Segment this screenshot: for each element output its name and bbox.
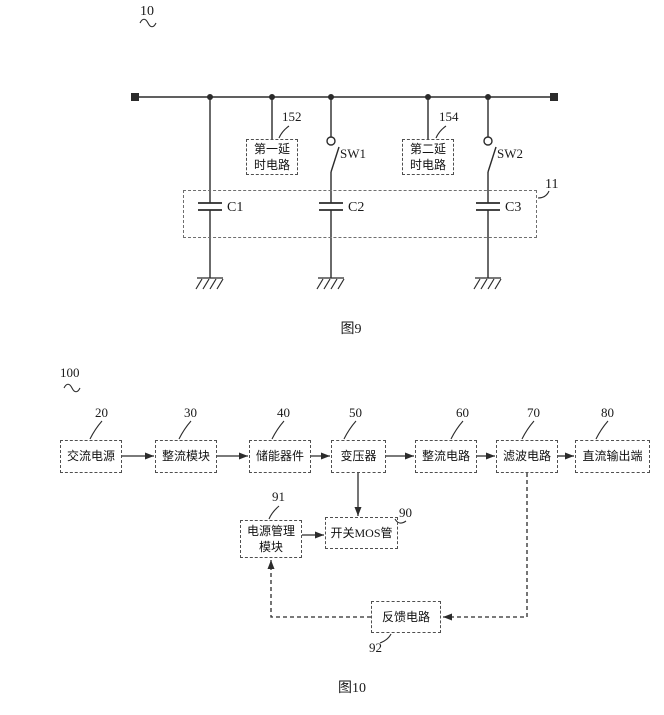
tilde-mark: [139, 18, 157, 28]
ground-symbol: [473, 277, 502, 290]
fig9-circuit: [131, 18, 558, 290]
flow-arrow: [122, 452, 574, 539]
block-ref-40: 40: [277, 405, 290, 420]
delay-circuit-2-box: 第二延时电路: [402, 139, 454, 175]
capacitor-c3-symbol: [476, 172, 500, 278]
switch-sw1-symbol: [326, 97, 340, 173]
bus-line: [131, 93, 558, 101]
block-ac-power: 交流电源: [60, 440, 122, 473]
capacitor-c3-label: C3: [505, 200, 522, 215]
block-dc-output: 直流输出端: [575, 440, 650, 473]
block-ref-91: 91: [272, 489, 285, 504]
block-ref-90: 90: [399, 505, 412, 520]
capacitor-c2-symbol: [319, 172, 343, 278]
figure9-ref-number: 10: [140, 4, 154, 19]
block-rectifier-module: 整流模块: [155, 440, 217, 473]
block-filter-circuit: 滤波电路: [496, 440, 558, 473]
block-power-management: 电源管理模块: [240, 520, 302, 558]
ground-symbol: [316, 277, 345, 290]
block-ref-70: 70: [527, 405, 540, 420]
switch-sw2-symbol: [483, 97, 497, 173]
capacitor-bank-enclosure: [183, 190, 537, 238]
block-mos-switch: 开关MOS管: [325, 517, 398, 549]
enclosure-ref-number: 11: [545, 177, 559, 192]
bus-endpoint-right: [550, 93, 558, 101]
block-energy-storage: 储能器件: [249, 440, 311, 473]
leader-line: [139, 18, 550, 199]
tilde-mark: [63, 383, 81, 393]
block-ref-20: 20: [95, 405, 108, 420]
bus-endpoint-left: [131, 93, 139, 101]
block-ref-60: 60: [456, 405, 469, 420]
delay-circuit-2-ref: 154: [439, 109, 459, 124]
block-ref-80: 80: [601, 405, 614, 420]
switch-sw2-label: SW2: [497, 146, 523, 161]
switch-sw1-label: SW1: [340, 146, 366, 161]
figure9-caption: 图9: [340, 322, 362, 337]
delay-circuit-1-box: 第一延时电路: [246, 139, 298, 175]
feedback-path: [267, 473, 528, 621]
ground-symbol: [195, 277, 224, 290]
leader-line: [63, 383, 609, 644]
capacitor-c1-symbol: [198, 97, 222, 278]
block-transformer: 变压器: [331, 440, 386, 473]
figure10-ref-number: 100: [60, 365, 80, 380]
block-ref-50: 50: [349, 405, 362, 420]
block-feedback-circuit: 反馈电路: [371, 601, 441, 633]
fig10-block-diagram: [63, 383, 609, 644]
capacitor-c1-label: C1: [227, 200, 244, 215]
block-ref-92: 92: [369, 640, 382, 655]
delay-circuit-1-ref: 152: [282, 109, 302, 124]
block-rectifier-circuit: 整流电路: [415, 440, 477, 473]
block-ref-30: 30: [184, 405, 197, 420]
figure10-caption: 图10: [338, 681, 366, 696]
capacitor-c2-label: C2: [348, 200, 365, 215]
